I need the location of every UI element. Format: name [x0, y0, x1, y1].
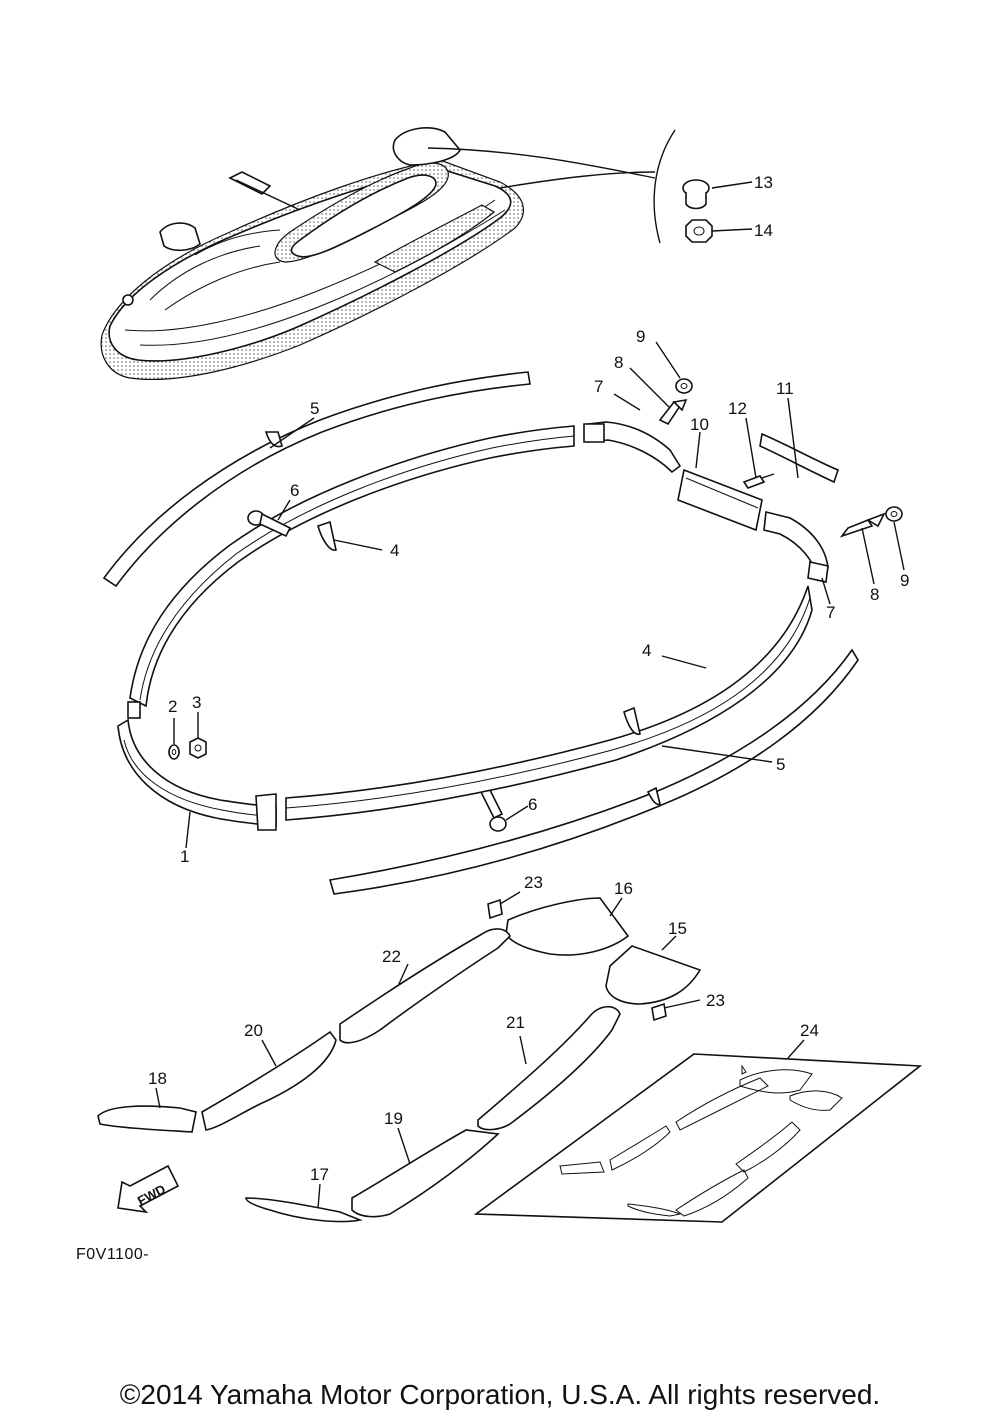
callout-5-lower: 5 [776, 755, 785, 774]
callout-16: 16 [614, 879, 633, 898]
callout-9-lower: 9 [900, 571, 909, 590]
callout-15: 15 [668, 919, 687, 938]
part-7-left-corner [587, 421, 682, 474]
part-19-mat [351, 1129, 500, 1218]
callout-13: 13 [754, 173, 773, 192]
part-5-upper-strip [102, 371, 531, 588]
part-5-lower-strip [328, 648, 859, 895]
callout-23-lower: 23 [706, 991, 725, 1010]
part-6-screw-upper [247, 510, 292, 538]
callout-6-lower: 6 [528, 795, 537, 814]
part-20-mat [201, 1030, 337, 1131]
callout-6-upper: 6 [290, 481, 299, 500]
copyright-notice: ©2014 Yamaha Motor Corporation, U.S.A. A… [119, 1379, 881, 1410]
callout-22: 22 [382, 947, 401, 966]
part-9-nut-upper [675, 378, 693, 394]
callout-24: 24 [800, 1021, 819, 1040]
callout-1: 1 [180, 847, 189, 866]
part-8-pin-upper [658, 398, 688, 426]
part-24-mat-kit [473, 1053, 923, 1223]
part-16-mat [505, 897, 630, 956]
part-13-grommet [682, 179, 710, 210]
callout-17: 17 [310, 1165, 329, 1184]
group-bracket [653, 129, 676, 244]
part-6-screw-lower [478, 784, 507, 832]
callout-19: 19 [384, 1109, 403, 1128]
callout-4-lower: 4 [642, 641, 651, 660]
callout-8-upper: 8 [614, 353, 623, 372]
watercraft-illustration [100, 127, 524, 381]
part-17-mat [245, 1197, 363, 1223]
callout-12: 12 [728, 399, 747, 418]
callout-2: 2 [168, 697, 177, 716]
callout-7-upper: 7 [594, 377, 603, 396]
part-2-washer [168, 744, 180, 760]
callout-21: 21 [506, 1013, 525, 1032]
part-10-center-piece [677, 468, 763, 532]
part-21-mat [477, 1005, 621, 1131]
part-18-mat [97, 1105, 197, 1133]
callout-4-upper: 4 [390, 541, 399, 560]
part-22-mat [339, 928, 511, 1044]
callout-5-upper: 5 [310, 399, 319, 418]
part-23-pad-upper [487, 898, 503, 920]
callout-14: 14 [754, 221, 773, 240]
part-12-rivet [742, 473, 775, 489]
part-14-nut [685, 219, 713, 243]
part-4-upper-rail [129, 425, 575, 708]
part-23-pad-lower [651, 1002, 667, 1022]
part-15-mat [605, 945, 702, 1005]
leader-craft-lower [499, 171, 656, 189]
part-4-lower-rail [285, 585, 813, 821]
callout-23-upper: 23 [524, 873, 543, 892]
callout-18: 18 [148, 1069, 167, 1088]
part-11-strip [759, 432, 839, 484]
part-9-nut-lower [885, 506, 903, 522]
callout-10: 10 [690, 415, 709, 434]
fwd-arrow: FWD [117, 1164, 180, 1214]
callout-20: 20 [244, 1021, 263, 1040]
callout-11: 11 [776, 379, 794, 398]
callout-8-lower: 8 [870, 585, 879, 604]
callout-9-upper: 9 [636, 327, 645, 346]
diagram-code: F0V1100- [76, 1246, 150, 1263]
callout-3: 3 [192, 693, 201, 712]
callout-7-lower: 7 [826, 603, 835, 622]
part-3-nut [189, 737, 207, 759]
